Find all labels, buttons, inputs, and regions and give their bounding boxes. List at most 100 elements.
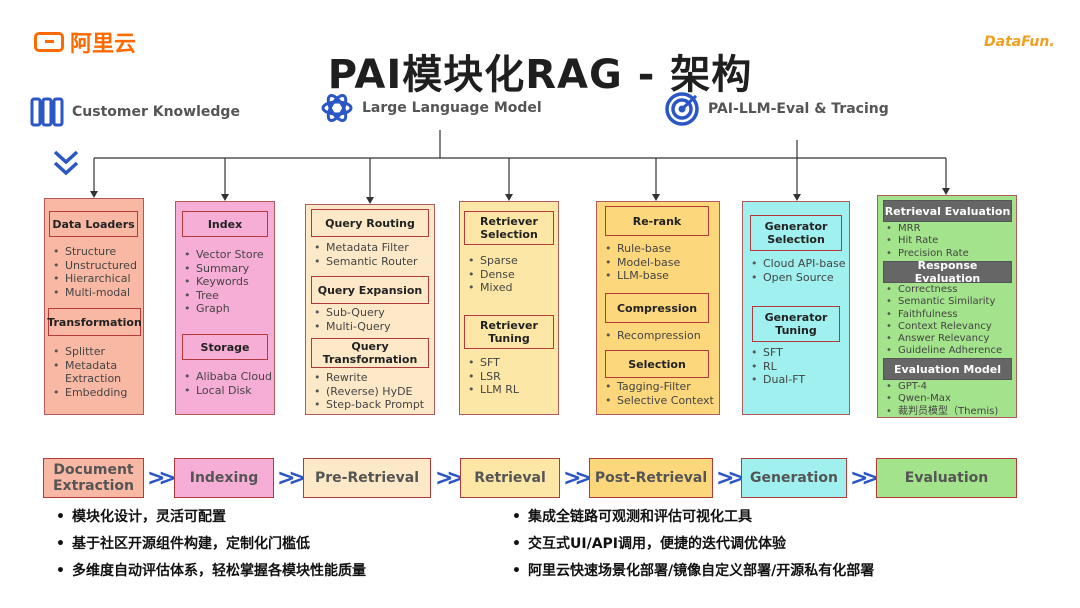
stage-retrieval: Retrieval: [460, 458, 560, 498]
data-loaders-title: Data Loaders: [49, 211, 138, 237]
list-item: Structure: [51, 245, 143, 259]
list-item: Guideline Adherence: [884, 345, 1016, 358]
list-item: Precision Rate: [884, 248, 1016, 261]
page-title: PAI模块化RAG - 架构: [327, 52, 753, 98]
pre-retrieval-module: Query Routing Metadata Filter Semantic R…: [305, 204, 435, 415]
generator-tuning-title: Generator Tuning: [752, 306, 840, 342]
retrieval-evaluation-title: Retrieval Evaluation: [883, 200, 1012, 222]
list-item: 多维度自动评估体系，轻松掌握各模块性能质量: [54, 558, 494, 585]
list-item: Unstructured: [51, 259, 143, 273]
customer-knowledge-label: Customer Knowledge: [30, 96, 240, 128]
retrieval-module: Retriever Selection Sparse Dense Mixed R…: [459, 201, 559, 415]
compression-list: Recompression: [603, 329, 719, 343]
selection-list: Tagging-Filter Selective Context: [603, 380, 719, 407]
evaluation-model-list: GPT-4 Qwen-Max 裁判员模型（Themis): [884, 381, 1016, 418]
list-item: MRR: [884, 223, 1016, 236]
list-item: Correctness: [884, 284, 1016, 297]
list-item: Semantic Similarity: [884, 296, 1016, 309]
index-title: Index: [182, 211, 268, 237]
query-routing-title: Query Routing: [311, 209, 429, 237]
stage-document-extraction: Document Extraction: [43, 458, 144, 498]
rerank-list: Rule-base Model-base LLM-base: [603, 242, 719, 283]
chevron-right-icon: >>: [716, 466, 746, 491]
list-item: Multi-Query: [312, 320, 434, 334]
chevron-right-icon: >>: [850, 466, 880, 491]
query-expansion-title: Query Expansion: [311, 276, 429, 304]
customer-knowledge-text: Customer Knowledge: [72, 104, 240, 120]
list-item: Sub-Query: [312, 306, 434, 320]
list-item: 集成全链路可观测和评估可视化工具: [510, 504, 1070, 531]
knowledge-books-icon: [30, 97, 64, 127]
list-item: Embedding: [51, 386, 143, 400]
index-list: Vector Store Summary Keywords Tree Graph: [182, 248, 274, 316]
compression-title: Compression: [605, 293, 709, 323]
stage-indexing: Indexing: [174, 458, 274, 498]
list-item: Recompression: [603, 329, 719, 343]
double-chevron-down-icon: [53, 150, 79, 176]
data-loaders-list: Structure Unstructured Hierarchical Mult…: [51, 245, 143, 299]
query-expansion-list: Sub-Query Multi-Query: [312, 306, 434, 333]
list-item: Semantic Router: [312, 255, 434, 269]
chevron-right-icon: >>: [277, 466, 307, 491]
post-retrieval-module: Re-rank Rule-base Model-base LLM-base Co…: [596, 201, 720, 415]
list-item: 阿里云快速场景化部署/镜像自定义部署/开源私有化部署: [510, 558, 1070, 585]
list-item: Dense: [466, 268, 558, 282]
list-item: LSR: [466, 370, 558, 384]
list-item: 裁判员模型（Themis): [884, 406, 1016, 419]
chevron-right-icon: >>: [147, 466, 177, 491]
stage-pre-retrieval: Pre-Retrieval: [303, 458, 431, 498]
storage-title: Storage: [182, 334, 268, 360]
list-item: Splitter: [51, 345, 143, 359]
retriever-selection-list: Sparse Dense Mixed: [466, 254, 558, 295]
generator-selection-list: Cloud API-base Open Source: [749, 257, 849, 284]
target-icon: [665, 92, 699, 126]
eval-tracing-text: PAI-LLM-Eval & Tracing: [708, 101, 889, 117]
list-item: Step-back Prompt: [312, 398, 434, 412]
query-routing-list: Metadata Filter Semantic Router: [312, 241, 434, 268]
list-item: 交互式UI/API调用，便捷的迭代调优体验: [510, 531, 1070, 558]
list-item: Tree: [182, 289, 274, 303]
list-item: Metadata Filter: [312, 241, 434, 255]
alibaba-cloud-mark-icon: [34, 32, 64, 52]
selection-title: Selection: [605, 350, 709, 378]
list-item: Sparse: [466, 254, 558, 268]
alibaba-cloud-logo-text: 阿里云: [70, 32, 137, 57]
list-item: Multi-modal: [51, 286, 143, 300]
openai-logo-icon: [321, 94, 353, 122]
list-item: Selective Context: [603, 394, 719, 408]
list-item: Keywords: [182, 275, 274, 289]
retriever-selection-title: Retriever Selection: [464, 211, 554, 245]
generation-module: Generator Selection Cloud API-base Open …: [742, 201, 850, 415]
list-item: RL: [749, 360, 849, 374]
chevron-right-icon: >>: [435, 466, 465, 491]
feature-list-left: 模块化设计，灵活可配置 基于社区开源组件构建，定制化门槛低 多维度自动评估体系，…: [54, 504, 494, 585]
list-item: SFT: [749, 346, 849, 360]
list-item: Faithfulness: [884, 309, 1016, 322]
list-item: Rewrite: [312, 371, 434, 385]
list-item: Tagging-Filter: [603, 380, 719, 394]
eval-tracing-label: PAI-LLM-Eval & Tracing: [664, 91, 889, 127]
llm-label: Large Language Model: [320, 91, 542, 125]
list-item: Hierarchical: [51, 272, 143, 286]
list-item: Qwen-Max: [884, 393, 1016, 406]
list-item: SFT: [466, 356, 558, 370]
query-transformation-list: Rewrite (Reverse) HyDE Step-back Prompt: [312, 371, 434, 412]
stage-generation: Generation: [741, 458, 847, 498]
retrieval-evaluation-list: MRR Hit Rate Precision Rate: [884, 223, 1016, 260]
list-item: Open Source: [749, 271, 849, 285]
response-evaluation-title: Response Evaluation: [883, 259, 1012, 285]
list-item: Vector Store: [182, 248, 274, 262]
rerank-title: Re-rank: [605, 206, 709, 236]
list-item: GPT-4: [884, 381, 1016, 394]
list-item: Cloud API-base: [749, 257, 849, 271]
generator-tuning-list: SFT RL Dual-FT: [749, 346, 849, 387]
transformation-title: Transformation: [47, 308, 142, 336]
list-item: LLM RL: [466, 383, 558, 397]
list-item: LLM-base: [603, 269, 719, 283]
datafun-logo: DataFun.: [984, 34, 1055, 50]
evaluation-model-title: Evaluation Model: [883, 358, 1012, 380]
list-item: Model-base: [603, 256, 719, 270]
list-item: Hit Rate: [884, 235, 1016, 248]
stage-evaluation: Evaluation: [876, 458, 1017, 498]
